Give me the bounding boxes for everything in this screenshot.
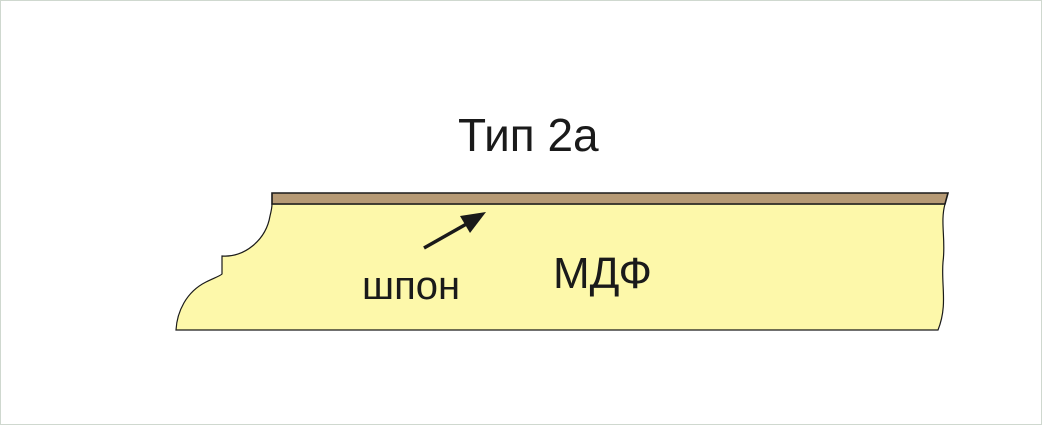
veneer-arrow-line [423, 220, 471, 250]
diagram-title: Тип 2а [458, 109, 599, 161]
mdf-body [175, 203, 946, 331]
veneer-arrow-head [460, 212, 486, 233]
mdf-label: МДФ [553, 249, 652, 298]
veneer-layer [271, 192, 950, 205]
veneer-label: шпон [362, 264, 461, 308]
